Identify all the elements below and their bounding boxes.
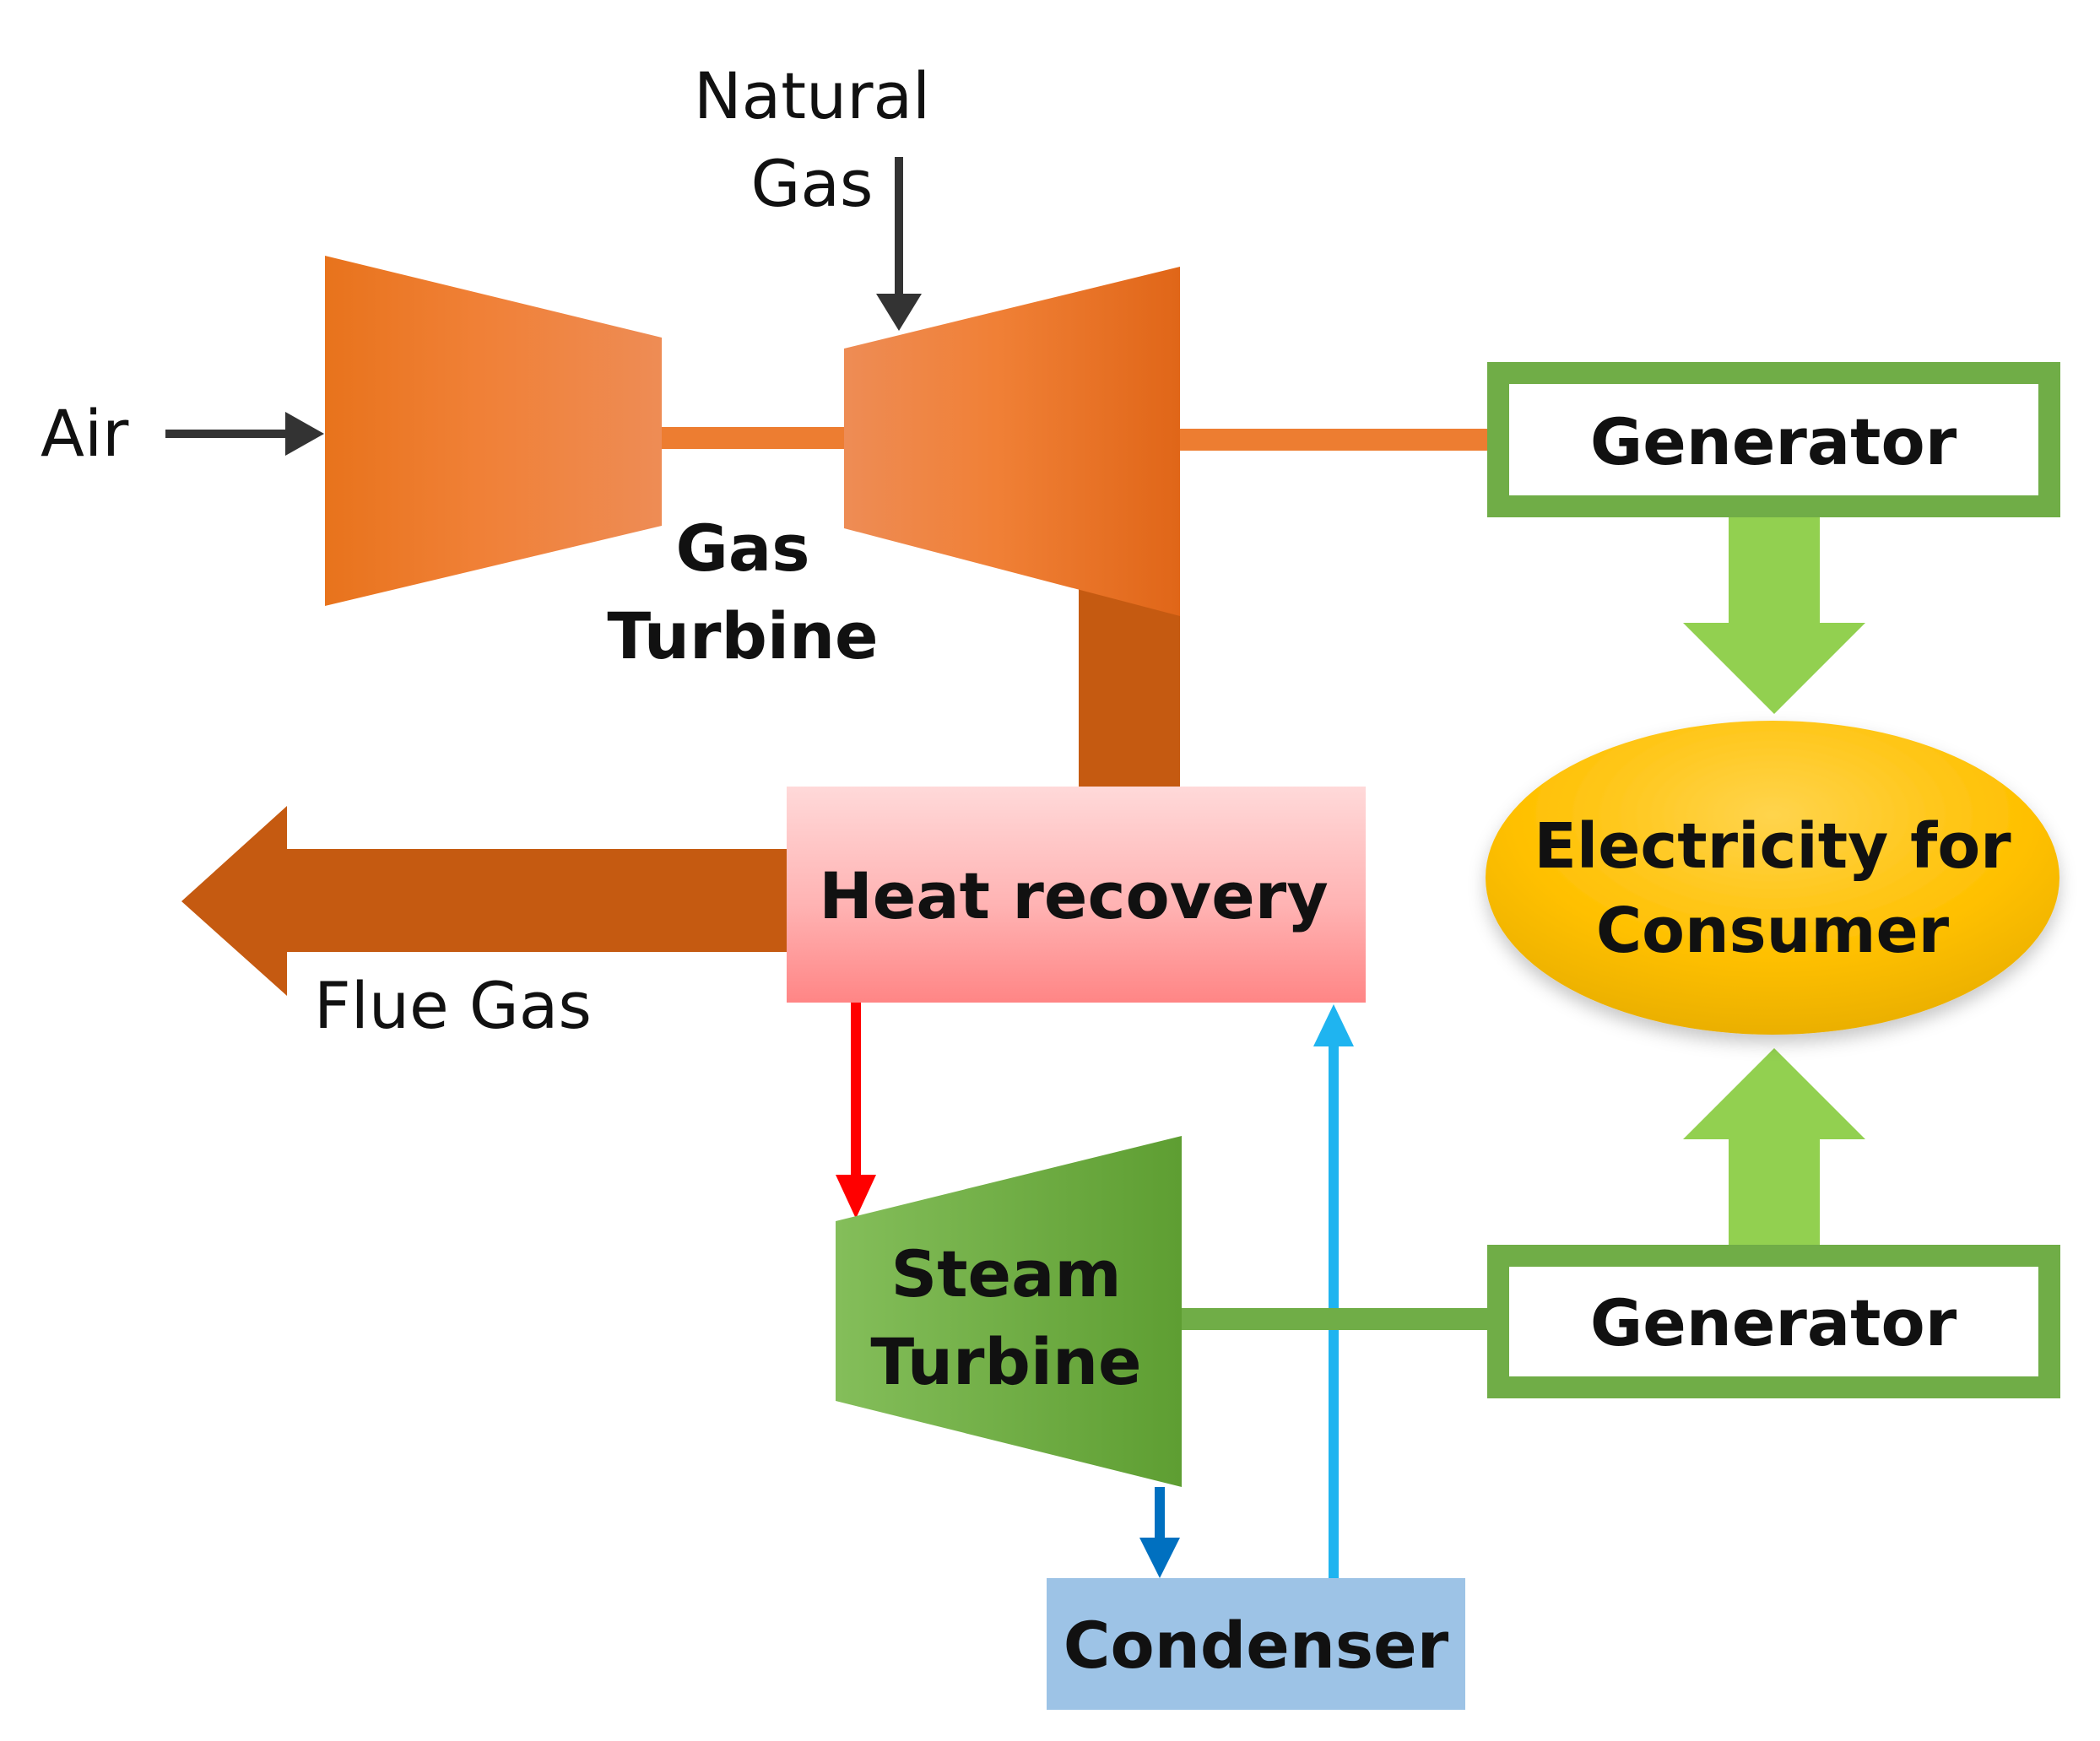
- heat-recovery-label: Heat recovery: [819, 858, 1329, 933]
- condenser-label: Condenser: [1064, 1608, 1449, 1683]
- air-label: Air: [41, 396, 129, 471]
- flue-gas-label: Flue Gas: [314, 968, 592, 1043]
- generator-bottom-label: Generator: [1590, 1285, 1957, 1360]
- steam-turbine-label-line2: Turbine: [870, 1324, 1141, 1399]
- gas-turbine-label-line2: Turbine: [607, 598, 878, 673]
- steam-turbine-trapezoid-icon: [836, 1136, 1182, 1487]
- turbine-trapezoid-icon: [844, 267, 1180, 616]
- natural-gas-label-line2: Gas: [750, 146, 873, 221]
- natural-gas-label-line1: Natural: [694, 58, 930, 133]
- generator-bottom-box: [1487, 1245, 2060, 1398]
- gas-turbine-label-line1: Gas: [676, 511, 810, 586]
- steam-supply-arrow-icon: [836, 1003, 876, 1219]
- generator-top-box: [1487, 362, 2060, 517]
- exhaust-duct: [1079, 579, 1180, 787]
- power-arrow-up-icon: [1683, 1048, 1865, 1245]
- air-arrow-icon: [165, 412, 324, 456]
- electricity-label-line2: Consumer: [1596, 895, 1950, 967]
- heat-recovery-box: [787, 787, 1366, 1003]
- steam-turbine-label-line1: Steam: [890, 1236, 1121, 1311]
- electricity-label-line1: Electricity for: [1534, 810, 2011, 883]
- shaft-turbine-generator: [1180, 429, 1497, 451]
- shaft-steam-turbine-generator: [1180, 1308, 1497, 1330]
- compressor-trapezoid-icon: [325, 256, 662, 606]
- generator-top-label: Generator: [1590, 404, 1957, 479]
- shaft-compressor-turbine: [657, 427, 846, 449]
- natural-gas-arrow-icon: [876, 157, 922, 331]
- condenser-box: [1047, 1578, 1465, 1710]
- electricity-ellipse: [1486, 721, 2059, 1035]
- power-arrow-down-icon: [1683, 517, 1865, 714]
- condensate-return-arrow-icon: [1313, 1004, 1354, 1578]
- flue-gas-arrow-icon: [181, 806, 787, 996]
- exhaust-steam-arrow-icon: [1139, 1487, 1180, 1578]
